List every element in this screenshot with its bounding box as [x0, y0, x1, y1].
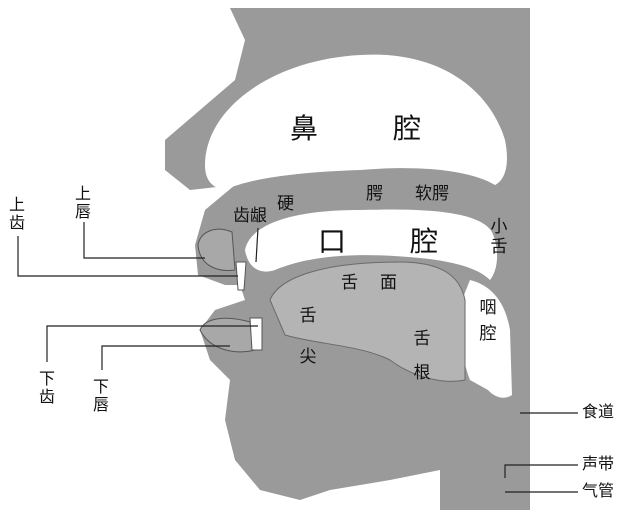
label-esophagus: 食道 [582, 404, 614, 420]
label-soft-palate: 软腭 [415, 186, 449, 203]
label-alveolar-ridge: 齿龈 [233, 208, 267, 225]
label-lower-teeth: 下齿 [38, 370, 56, 407]
label-trachea: 气管 [582, 483, 614, 499]
label-pharynx: 咽腔 [479, 296, 497, 347]
label-tongue-root: 舌根 [413, 322, 431, 390]
label-palate: 腭 [366, 186, 383, 203]
label-uvula: 小舌 [490, 218, 508, 257]
label-nasal-cavity-2: 腔 [393, 115, 421, 143]
label-tongue-surface-1: 舌 [341, 275, 358, 292]
label-upper-teeth: 上齿 [8, 196, 26, 233]
label-lower-lip: 下唇 [92, 378, 110, 415]
label-tongue-surface-2: 面 [380, 275, 397, 292]
label-vocal-cords: 声带 [582, 456, 614, 472]
label-oral-cavity-1: 口 [318, 228, 346, 256]
leader-upper-lip [84, 222, 205, 258]
label-upper-lip: 上唇 [74, 185, 92, 222]
label-tongue-tip: 舌尖 [299, 296, 317, 378]
label-hard: 硬 [277, 196, 294, 213]
label-nasal-cavity-1: 鼻 [290, 115, 318, 143]
lower-teeth-shape [250, 318, 262, 350]
label-oral-cavity-2: 腔 [410, 228, 438, 256]
